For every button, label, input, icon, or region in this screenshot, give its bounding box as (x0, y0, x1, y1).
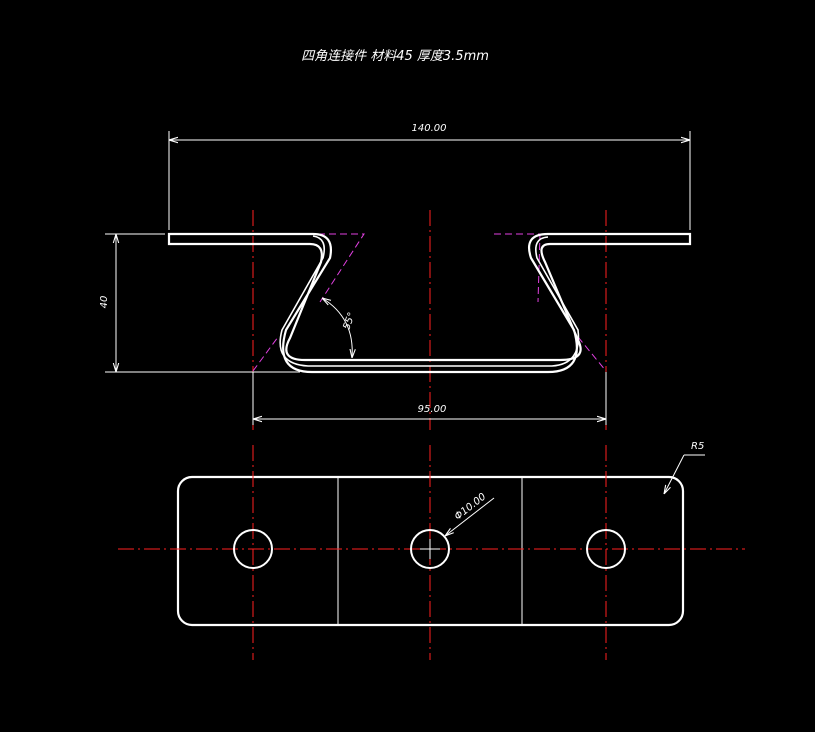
dimension-radius-leader-arrow (664, 454, 685, 494)
dimension-hole-diameter-leader (445, 497, 495, 536)
dimension-radius-label: R5 (691, 441, 704, 452)
front-view: 140.00 40 95.00 55° (99, 123, 692, 430)
dimension-height-label: 40 (99, 296, 110, 309)
construction-line-top-right (494, 233, 541, 303)
profile-inner-edge (279, 235, 580, 367)
dimension-angle-arc (322, 298, 352, 358)
top-view: Φ10.00 R5 (118, 441, 745, 660)
construction-line-bottom-right (577, 336, 607, 372)
drawing-title: 四角连接件 材料45 厚度3.5mm (301, 49, 489, 64)
construction-line-bottom-left (252, 336, 279, 372)
construction-line-top-left (318, 233, 365, 303)
hole-right (586, 529, 626, 569)
profile-outer-edge (167, 232, 692, 374)
hole-left (233, 529, 273, 569)
hole-middle (410, 529, 450, 569)
dimension-overall-width-label: 140.00 (412, 123, 447, 134)
dimension-hole-spacing-label: 95.00 (418, 404, 447, 415)
dimension-angle-label: 55° (341, 311, 357, 331)
